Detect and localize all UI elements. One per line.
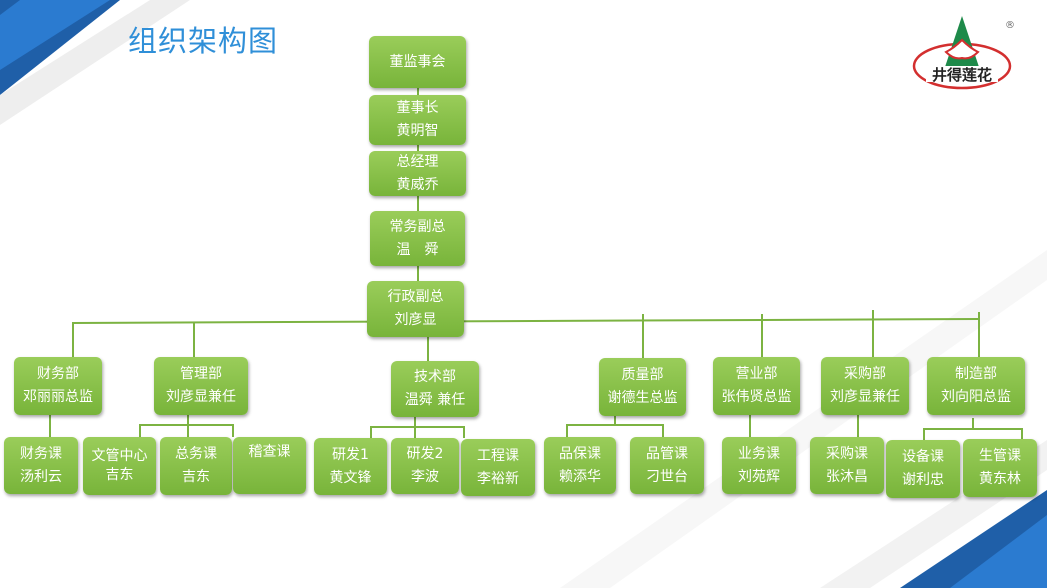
section-equipment[interactable]: 设备课谢利忠	[886, 440, 960, 498]
section-production-control[interactable]: 生管课黄东林	[963, 439, 1037, 497]
node-title: 营业部	[735, 366, 778, 382]
node-person: 刘彦显兼任	[830, 389, 900, 405]
node-person: 刘苑辉	[738, 468, 780, 485]
section-quality-control[interactable]: 品管课刁世台	[630, 437, 704, 494]
node-title: 制造部	[955, 366, 997, 382]
section-engineering[interactable]: 工程课李裕新	[461, 439, 535, 496]
node-person: 李波	[411, 469, 439, 485]
node-title: 管理部	[180, 366, 222, 382]
node-title: 行政副总	[387, 289, 444, 305]
section-general-affairs[interactable]: 总务课吉东	[160, 437, 232, 495]
node-person: 黄明智	[396, 123, 439, 139]
node-admin-vp[interactable]: 行政副总刘彦显	[367, 281, 464, 337]
node-title: 董监事会	[389, 53, 446, 70]
svg-text:®: ®	[1005, 20, 1015, 31]
node-person: 张沐昌	[826, 468, 868, 485]
node-person: 吉东	[182, 469, 210, 485]
node-person: 黄东林	[979, 471, 1021, 487]
node-title: 文管中心	[91, 448, 148, 464]
node-title: 财务部	[37, 366, 79, 382]
node-general-manager[interactable]: 总经理黄威乔	[369, 151, 466, 196]
svg-text:井得莲花: 井得莲花	[932, 66, 992, 84]
section-business[interactable]: 业务课刘苑辉	[722, 437, 796, 494]
dept-sales[interactable]: 营业部张伟贤总监	[713, 357, 800, 415]
node-person: 黄文锋	[329, 469, 372, 486]
node-title: 业务课	[738, 445, 780, 462]
node-person: 张伟贤总监	[721, 389, 792, 405]
page-title: 组织架构图	[128, 24, 279, 58]
node-title: 采购课	[826, 445, 868, 462]
node-title: 董事长	[396, 100, 439, 116]
dept-technology[interactable]: 技术部温舜 兼任	[391, 361, 479, 417]
node-title: 生管课	[979, 448, 1021, 464]
node-chairman[interactable]: 董事长黄明智	[369, 95, 466, 145]
section-purchasing[interactable]: 采购课张沐昌	[810, 437, 884, 494]
section-quality-assurance[interactable]: 品保课赖添华	[544, 437, 616, 494]
node-person: 谢德生总监	[607, 390, 678, 406]
node-person: 刘彦显兼任	[166, 389, 236, 405]
node-person: 刁世台	[646, 468, 688, 485]
node-title: 财务课	[20, 445, 62, 462]
node-title: 稽查课	[248, 444, 291, 460]
node-person: 黄威乔	[396, 176, 439, 193]
dept-quality[interactable]: 质量部谢德生总监	[599, 358, 686, 416]
node-person: 刘向阳总监	[941, 389, 1011, 405]
node-person: 赖添华	[559, 468, 601, 485]
node-person: 邓丽丽总监	[23, 389, 93, 405]
node-person: 谢利忠	[902, 472, 944, 488]
node-executive-vp[interactable]: 常务副总温 舜	[370, 211, 465, 266]
node-title: 总经理	[396, 153, 439, 170]
node-person: 温 舜	[396, 241, 439, 258]
dept-purchasing[interactable]: 采购部刘彦显兼任	[821, 357, 909, 415]
node-title: 品管课	[646, 445, 688, 462]
node-board-of-supervisors[interactable]: 董监事会	[369, 36, 466, 88]
dept-management[interactable]: 管理部刘彦显兼任	[154, 357, 248, 415]
section-document-center[interactable]: 文管中心吉东	[83, 437, 156, 495]
node-title: 研发2	[406, 446, 444, 462]
section-audit[interactable]: 稽查课	[233, 437, 306, 494]
node-title: 技术部	[414, 369, 456, 385]
node-title: 采购部	[844, 366, 886, 382]
node-title: 总务课	[175, 446, 217, 462]
node-title: 工程课	[477, 447, 519, 464]
node-person: 李裕新	[477, 470, 519, 487]
node-title: 质量部	[621, 367, 664, 383]
node-person: 温舜 兼任	[404, 392, 466, 408]
dept-finance[interactable]: 财务部邓丽丽总监	[14, 357, 102, 415]
section-rd-2[interactable]: 研发2 李波	[391, 438, 459, 494]
node-person: 汤利云	[20, 468, 62, 485]
node-title: 常务副总	[389, 218, 446, 235]
node-title: 研发1	[332, 446, 369, 463]
node-person: 刘彦显	[394, 312, 437, 328]
company-logo: 井得莲花 ®	[912, 14, 1016, 90]
section-finance[interactable]: 财务课汤利云	[4, 437, 78, 494]
dept-manufacturing[interactable]: 制造部刘向阳总监	[927, 357, 1025, 415]
node-title: 品保课	[559, 445, 601, 462]
node-person: 吉东	[105, 467, 134, 483]
node-title: 设备课	[902, 449, 944, 465]
section-rd-1[interactable]: 研发1 黄文锋	[314, 438, 387, 495]
